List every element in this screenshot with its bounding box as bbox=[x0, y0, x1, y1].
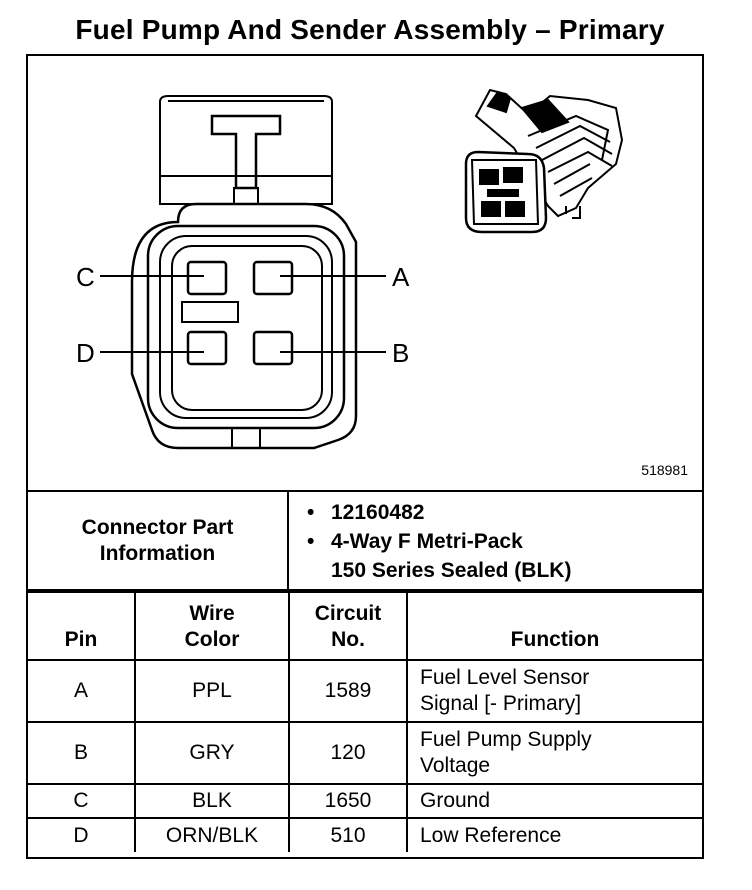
center-key bbox=[181, 301, 239, 323]
connector-info-label: Connector Part Information bbox=[28, 492, 289, 589]
cell-wire: PPL bbox=[134, 659, 290, 723]
cell-circuit: 1589 bbox=[288, 659, 408, 723]
table-row: A PPL 1589 Fuel Level Sensor Signal [- P… bbox=[28, 659, 702, 723]
pin-label-c: C bbox=[76, 262, 95, 292]
page-title: Fuel Pump And Sender Assembly – Primary bbox=[75, 14, 665, 45]
header-circuit-line2: No. bbox=[331, 628, 365, 651]
connector-info-list: • 12160482 • 4-Way F Metri-Pack 150 Seri… bbox=[289, 498, 699, 585]
pin-label-a: A bbox=[392, 262, 410, 292]
header-wire-color-line2: Color bbox=[184, 628, 240, 651]
pin-label-d: D bbox=[76, 338, 95, 368]
cavity-a bbox=[252, 260, 294, 296]
cell-function: Ground bbox=[406, 783, 702, 819]
bottom-tab bbox=[231, 427, 261, 448]
connector-illustration bbox=[464, 88, 624, 234]
connector-series: 150 Series Sealed (BLK) bbox=[331, 559, 572, 582]
cell-wire: GRY bbox=[134, 721, 290, 785]
table-row: C BLK 1650 Ground bbox=[28, 783, 702, 819]
header-circuit: Circuit No. bbox=[288, 591, 408, 661]
connector-type: 4-Way F Metri-Pack bbox=[331, 530, 523, 553]
pin-label-b: B bbox=[392, 338, 409, 368]
bullet-icon: • bbox=[307, 530, 315, 553]
cell-circuit: 510 bbox=[288, 817, 408, 852]
cell-circuit: 120 bbox=[288, 721, 408, 785]
cell-pin: B bbox=[28, 721, 136, 785]
cell-function: Fuel Level Sensor Signal [- Primary] bbox=[406, 659, 702, 723]
cell-function: Low Reference bbox=[406, 817, 702, 852]
function-line1: Fuel Level Sensor bbox=[420, 666, 590, 689]
seal-ring-inner bbox=[171, 245, 323, 411]
seal-ring-outer bbox=[146, 224, 346, 430]
pin-table: Pin Wire Color Circuit No. Function A PP… bbox=[28, 591, 702, 852]
cell-wire: ORN/BLK bbox=[134, 817, 290, 852]
function-line2: Voltage bbox=[420, 754, 491, 777]
table-row: D ORN/BLK 510 Low Reference bbox=[28, 817, 702, 852]
function-line2: Signal [- Primary] bbox=[420, 692, 582, 715]
connector-diagram: C A D B bbox=[28, 56, 702, 490]
header-function: Function bbox=[406, 591, 702, 661]
header-wire-color: Wire Color bbox=[134, 591, 290, 661]
latch-slot bbox=[210, 114, 282, 190]
cell-pin: D bbox=[28, 817, 136, 852]
seal-ring-middle bbox=[159, 235, 333, 419]
connector-info-row: Connector Part Information • 12160482 • … bbox=[28, 490, 702, 591]
diagram-frame: C A D B bbox=[26, 54, 704, 859]
table-row: B GRY 120 Fuel Pump Supply Voltage bbox=[28, 721, 702, 785]
connector-info-item: • 4-Way F Metri-Pack 150 Series Sealed (… bbox=[289, 527, 699, 585]
cavity-d bbox=[186, 330, 228, 366]
connector-info-label-line1: Connector Part bbox=[81, 515, 234, 539]
cavity-b bbox=[252, 330, 294, 366]
figure-id: 518981 bbox=[641, 462, 688, 478]
part-number: 12160482 bbox=[331, 501, 425, 524]
connector-body bbox=[130, 202, 358, 450]
bullet-icon: • bbox=[307, 501, 315, 524]
header-wire-color-line1: Wire bbox=[189, 602, 235, 625]
cell-function: Fuel Pump Supply Voltage bbox=[406, 721, 702, 785]
header-circuit-line1: Circuit bbox=[314, 602, 382, 625]
cell-pin: C bbox=[28, 783, 136, 819]
connector-info-label-line2: Information bbox=[99, 541, 216, 565]
cell-pin: A bbox=[28, 659, 136, 723]
connector-face-svg: C A D B bbox=[76, 88, 624, 450]
connector-latch bbox=[159, 95, 333, 205]
header-pin: Pin bbox=[28, 591, 136, 661]
function-line1: Fuel Pump Supply bbox=[420, 728, 592, 751]
connector-info-item: • 12160482 bbox=[289, 498, 699, 527]
cell-circuit: 1650 bbox=[288, 783, 408, 819]
table-header-row: Pin Wire Color Circuit No. Function bbox=[28, 591, 702, 661]
cell-wire: BLK bbox=[134, 783, 290, 819]
cavity-c bbox=[186, 260, 228, 296]
